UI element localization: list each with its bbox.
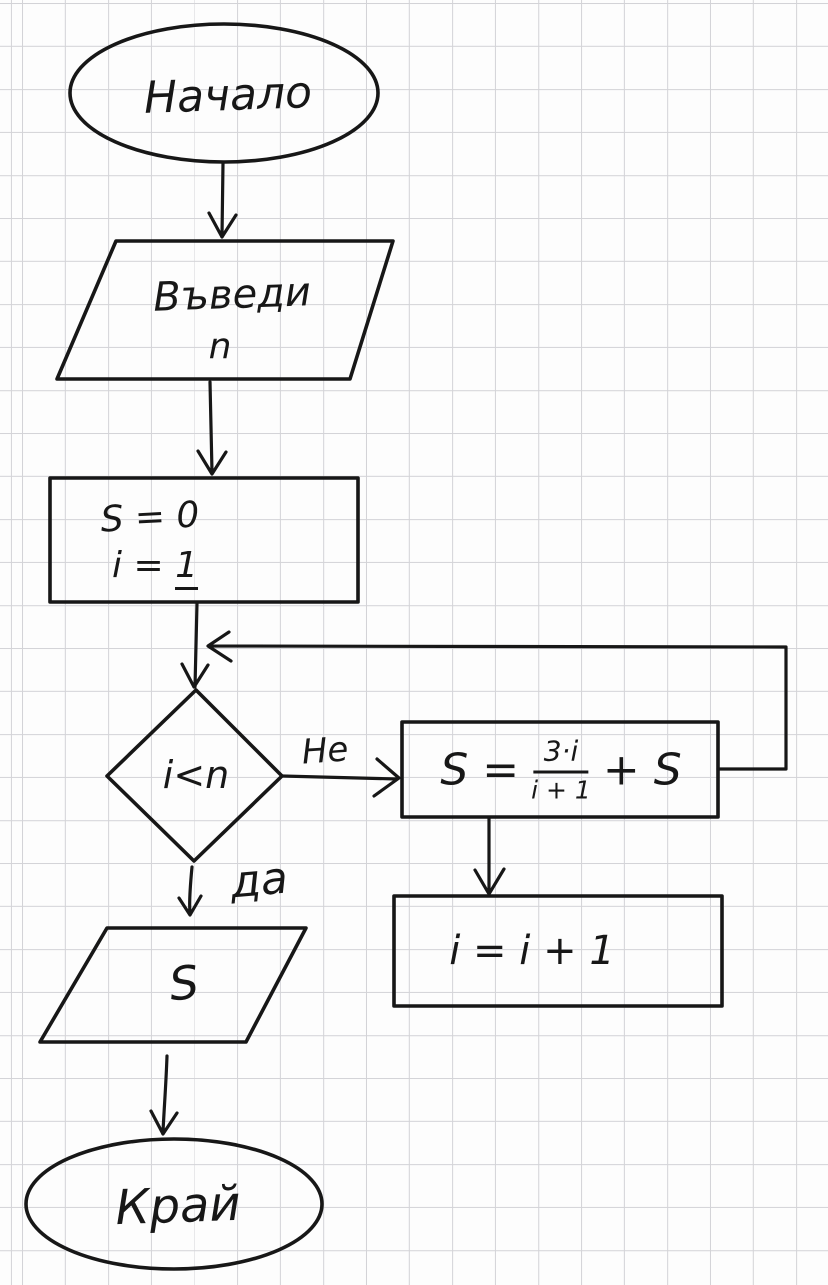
arrow-calc-to-increment [473,816,506,896]
calc-formula-lhs: S = [440,744,520,795]
init-node-label-line2: i = 1 [112,545,198,590]
calc-formula-fraction: 3·i i + 1 [531,737,591,805]
end-node-label: Край [114,1175,242,1237]
calc-formula-denominator: i + 1 [531,775,591,805]
calc-formula-numerator: 3·i [533,737,589,774]
init-node-label-line1: S = 0 [99,494,201,541]
arrow-init-to-decision [180,601,210,689]
increment-node-label: i = i + 1 [449,928,615,974]
arrow-output-to-end [149,1054,179,1136]
calc-formula-rhs: + S [602,744,682,795]
input-node-label-line2: n [208,326,232,367]
arrow-decision-to-output [177,865,203,917]
arrow-input-to-init [196,380,228,476]
output-parallelogram-shape [38,926,308,1044]
decision-diamond-shape [105,688,284,863]
increment-rect-shape [392,894,724,1008]
start-node-label: Начало [143,67,313,124]
branch-yes-label: да [228,852,290,909]
arrow-decision-to-calc [280,757,401,798]
output-node-label: S [166,954,202,1012]
arrow-start-to-input [207,161,238,239]
init-line2-prefix: i = [112,545,176,586]
loop-back-line [206,630,788,771]
calc-rect-shape [400,720,720,819]
input-node-label-line1: Въведи [152,269,312,321]
input-parallelogram-shape [55,239,395,381]
end-terminator-shape [24,1137,324,1271]
calc-node-formula: S = 3·i i + 1 + S [440,737,682,805]
branch-no-label: Не [300,729,350,773]
init-rect-shape [48,476,360,604]
decision-node-label: i<n [162,753,230,797]
init-line2-value: 1 [175,545,198,590]
